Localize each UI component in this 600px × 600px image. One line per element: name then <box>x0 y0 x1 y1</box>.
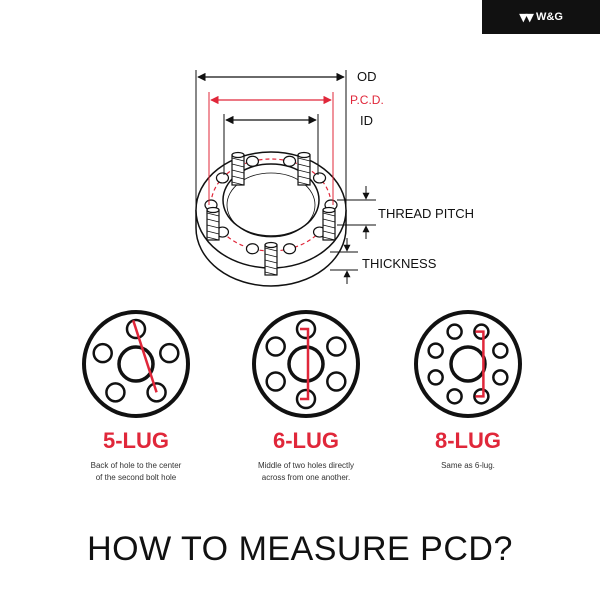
lug-8-desc-1: Same as 6-lug. <box>441 461 495 470</box>
lug-hole <box>492 342 509 359</box>
brand-logo-icon: ▼▼ <box>519 10 534 24</box>
wheel-stud <box>206 206 220 241</box>
lug-hole <box>159 342 180 364</box>
lug-hole <box>265 371 286 392</box>
lug-hole <box>265 336 286 357</box>
lug-hole <box>326 371 347 392</box>
lug-hole <box>105 382 126 403</box>
bolt-hole <box>245 155 260 167</box>
lug-6-desc-2: across from one another. <box>262 473 351 482</box>
od-label: OD <box>357 69 377 84</box>
thickness-label: THICKNESS <box>362 256 437 271</box>
lug-hole <box>446 323 463 340</box>
lug-diagram-8 <box>414 310 522 418</box>
wheel-stud <box>297 151 311 186</box>
page-title: HOW TO MEASURE PCD? <box>87 530 513 568</box>
bolt-hole <box>215 172 230 184</box>
brand-name: W&G <box>536 11 563 23</box>
wheel-stud <box>322 206 336 241</box>
wheel-stud <box>264 241 278 276</box>
lug-6-title: 6-LUG <box>273 428 339 453</box>
lug-hole <box>492 369 509 386</box>
wheel-stud <box>231 151 245 186</box>
pcd-label: P.C.D. <box>350 93 384 107</box>
bolt-hole <box>245 243 260 255</box>
lug-hole <box>427 369 444 386</box>
thread-pitch-label: THREAD PITCH <box>378 206 474 221</box>
id-label: ID <box>360 113 373 128</box>
bolt-hole <box>312 172 327 184</box>
bolt-hole <box>282 243 297 255</box>
brand-badge: ▼▼ W&G <box>482 0 600 34</box>
lug-5-desc-1: Back of hole to the center <box>91 461 182 470</box>
lug-5-desc-2: of the second bolt hole <box>96 473 177 482</box>
wheel-spacer-illustration <box>195 151 347 287</box>
pcd-measure-line <box>300 327 310 401</box>
lug-8-title: 8-LUG <box>435 428 501 453</box>
bolt-hole <box>282 155 297 167</box>
lug-diagram-5 <box>82 310 190 418</box>
lug-hole <box>446 388 463 405</box>
lug-diagram-6 <box>252 310 360 418</box>
lug-5-title: 5-LUG <box>103 428 169 453</box>
pcd-measure-line <box>475 330 485 398</box>
pcd-measure-line <box>132 320 158 393</box>
lug-hole <box>326 336 347 357</box>
lug-hole <box>427 342 444 359</box>
lug-hole <box>92 342 113 364</box>
lug-6-desc-1: Middle of two holes directly <box>258 461 354 470</box>
